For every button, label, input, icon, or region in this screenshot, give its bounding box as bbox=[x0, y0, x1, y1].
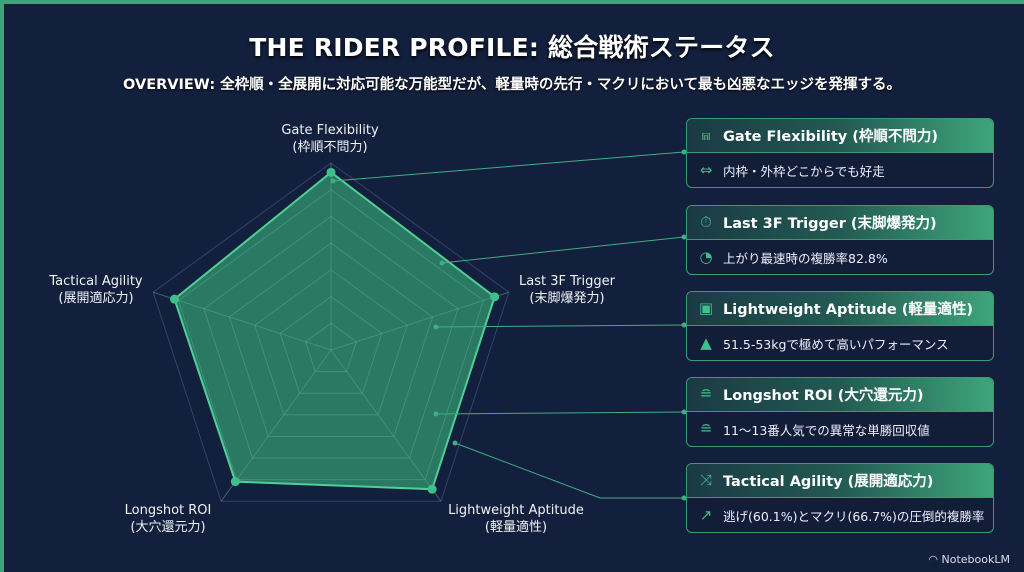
route-icon: ⤨ bbox=[699, 471, 712, 489]
axis-name: Last 3F Trigger bbox=[519, 274, 615, 289]
connector-dot bbox=[681, 234, 687, 240]
panel-title: Last 3F Trigger (末脚爆発力) bbox=[723, 216, 937, 232]
panel-lightweight: ▣ Lightweight Aptitude (軽量適性) ▲ 51.5-53kgで… bbox=[686, 291, 994, 361]
connector-dot bbox=[681, 495, 687, 501]
panel-title: Lightweight Aptitude (軽量適性) bbox=[723, 302, 973, 318]
grid-ring bbox=[152, 162, 510, 502]
connector-dot bbox=[681, 409, 687, 415]
connector-line bbox=[454, 442, 684, 499]
panel-title: Longshot ROI (大穴還元力) bbox=[723, 388, 924, 404]
panel-last-3f: ⏱ Last 3F Trigger (末脚爆発力) ◔ 上がり最速時の複勝率82.8… bbox=[686, 205, 994, 275]
axis-label-tactical: Tactical Agility (展開適応力) bbox=[6, 273, 186, 307]
panel-detail: 上がり最速時の複勝率82.8% bbox=[723, 250, 888, 266]
axis-sub: (展開適応力) bbox=[58, 291, 134, 306]
panel-detail: 逃げ(60.1%)とマクリ(66.7%)の圧倒的複勝率 bbox=[723, 508, 985, 524]
grid-spoke bbox=[220, 349, 332, 502]
panel-detail: 51.5-53kgで極めて高いパフォーマンス bbox=[723, 336, 949, 352]
page-title: THE RIDER PROFILE: 総合戦術ステータス bbox=[249, 33, 775, 62]
grid-ring bbox=[254, 269, 408, 416]
connector-line bbox=[332, 151, 685, 182]
connector-dot bbox=[452, 440, 458, 446]
scale-icon: ▣ bbox=[698, 299, 714, 317]
data-point bbox=[230, 477, 240, 487]
panel-longshot: ≘ Longshot ROI (大穴還元力) ≘ 11〜13番人気での異常な単勝回収… bbox=[686, 377, 994, 447]
axis-label-last3f: Last 3F Trigger (末脚爆発力) bbox=[477, 273, 657, 307]
connector-line bbox=[435, 411, 685, 415]
stopwatch-filled-icon: ◔ bbox=[699, 247, 713, 266]
grid-ring bbox=[305, 322, 357, 373]
connector-dot bbox=[433, 324, 439, 330]
connector-dot bbox=[681, 149, 687, 155]
connector-line bbox=[435, 324, 685, 328]
panel-title: Gate Flexibility (枠順不問力) bbox=[723, 129, 939, 145]
coins-icon: ≘ bbox=[699, 385, 713, 403]
connector-dot bbox=[439, 260, 445, 266]
stopwatch-icon: ⏱ bbox=[700, 213, 712, 231]
grid-spoke bbox=[330, 291, 510, 351]
axis-sub: (大穴還元力) bbox=[130, 520, 206, 535]
overview-text: OVERVIEW: 全枠順・全展開に対応可能な万能型だが、軽量時の先行・マクリに… bbox=[123, 77, 901, 93]
grid-ring bbox=[177, 189, 485, 481]
data-point bbox=[427, 484, 437, 494]
data-outline bbox=[173, 171, 496, 491]
panel-tactical: ⤨ Tactical Agility (展開適応力) ↗ 逃げ(60.1%)とマクリ… bbox=[686, 463, 994, 533]
data-point bbox=[169, 294, 179, 304]
coins-icon: ≘ bbox=[699, 419, 713, 438]
trend-icon: ↗ bbox=[699, 505, 713, 524]
grid-spoke bbox=[330, 349, 442, 502]
data-point bbox=[326, 167, 336, 177]
panel-detail: 内枠・外枠どこからでも好走 bbox=[723, 163, 885, 179]
grid-ring bbox=[279, 295, 383, 394]
weight-icon: ▲ bbox=[700, 333, 712, 352]
gate-width-icon: ⇔ bbox=[699, 160, 713, 179]
axis-name: Longshot ROI bbox=[124, 503, 212, 518]
grid-ring bbox=[228, 242, 434, 437]
axis-name: Tactical Agility bbox=[49, 274, 143, 289]
panel-title: Tactical Agility (展開適応力) bbox=[723, 474, 934, 490]
axis-sub: (軽量適性) bbox=[484, 520, 548, 535]
panel-gate-flexibility: ⩎ Gate Flexibility (枠順不問力) ⇔ 内枠・外枠どこからでも好走 bbox=[686, 118, 994, 188]
grid-spoke bbox=[152, 291, 332, 351]
axis-label-gate: Gate Flexibility (枠順不問力) bbox=[240, 122, 420, 156]
data-area bbox=[174, 172, 495, 490]
connector-dot bbox=[433, 411, 439, 417]
panel-detail: 11〜13番人気での異常な単勝回収値 bbox=[723, 422, 930, 438]
axis-label-lightweight: Lightweight Aptitude (軽量適性) bbox=[426, 502, 606, 536]
axis-name: Gate Flexibility bbox=[281, 123, 379, 138]
connector-line bbox=[441, 236, 685, 264]
grid-ring bbox=[203, 215, 459, 459]
axis-name: Lightweight Aptitude bbox=[448, 503, 584, 518]
gate-icon: ⩎ bbox=[701, 126, 711, 144]
notebooklm-logo: ◠ NotebookLM bbox=[928, 553, 1010, 566]
axis-sub: (末脚爆発力) bbox=[529, 291, 605, 306]
connector-dot bbox=[330, 178, 336, 184]
axis-label-longshot: Longshot ROI (大穴還元力) bbox=[78, 502, 258, 536]
axis-sub: (枠順不問力) bbox=[292, 140, 368, 155]
data-point bbox=[490, 292, 500, 302]
connector-dot bbox=[681, 322, 687, 328]
brand-text: NotebookLM bbox=[941, 553, 1010, 566]
